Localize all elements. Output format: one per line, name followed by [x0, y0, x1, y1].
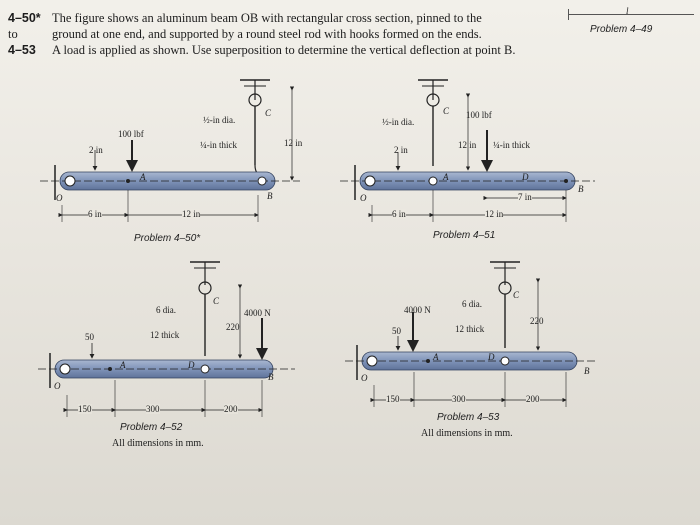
problem-number-end: 4–53	[8, 43, 36, 57]
fig51-dim-12in: 12 in	[485, 209, 504, 219]
fig52-caption: Problem 4–52	[120, 422, 183, 433]
figure-4-51	[340, 79, 595, 222]
fig51-point-C: C	[443, 106, 450, 116]
fig52-beam-thickness: 12 thick	[150, 330, 180, 340]
fig52-load: 4000 N	[244, 308, 271, 318]
fig51-point-D: D	[522, 172, 529, 182]
fig51-dim-7in: 7 in	[518, 192, 532, 202]
fig52-dim-150: 150	[78, 404, 92, 414]
fig53-dim-150: 150	[386, 394, 400, 404]
fig51-load: 100 lbf	[466, 110, 492, 120]
fig52-dim-200: 200	[224, 404, 238, 414]
side-dimension-tick	[568, 9, 569, 20]
side-length-label: l	[626, 6, 629, 16]
fig52-point-C: C	[213, 296, 220, 306]
fig50-point-B: B	[267, 191, 273, 201]
figure-4-53	[345, 261, 598, 407]
fig53-point-B: B	[584, 366, 590, 376]
fig50-load: 100 lbf	[118, 129, 144, 139]
fig53-dim-300: 300	[452, 394, 466, 404]
fig50-rod-length: 12 in	[284, 138, 303, 148]
fig51-point-A: A	[443, 172, 449, 182]
fig51-beam-thickness: ¼-in thick	[493, 140, 530, 150]
problem-text: The figure shows an aluminum beam OB wit…	[52, 10, 562, 58]
problem-line-1: The figure shows an aluminum beam OB wit…	[52, 11, 482, 25]
fig51-rod-diameter: ½-in dia.	[382, 117, 415, 127]
fig50-point-A: A	[140, 172, 146, 182]
fig52-depth: 50	[85, 332, 94, 342]
fig50-point-O: O	[56, 193, 63, 203]
problem-numbers: 4–50* to 4–53	[8, 10, 48, 58]
fig52-dim-300: 300	[146, 404, 160, 414]
fig52-units-note: All dimensions in mm.	[112, 438, 204, 449]
fig53-point-D: D	[488, 352, 495, 362]
problem-number-start: 4–50*	[8, 11, 41, 25]
fig53-load: 4000 N	[404, 305, 431, 315]
fig53-point-A: A	[433, 352, 439, 362]
fig51-point-O: O	[360, 193, 367, 203]
fig51-point-B: B	[578, 184, 584, 194]
fig51-caption: Problem 4–51	[433, 230, 496, 241]
fig53-rod-length: 220	[530, 316, 544, 326]
fig52-point-B: B	[268, 372, 274, 382]
problem-number-to: to	[8, 27, 18, 41]
side-dimension-line	[568, 14, 694, 15]
problem-line-2: ground at one end, and supported by a ro…	[52, 27, 482, 41]
fig53-dim-200: 200	[526, 394, 540, 404]
fig51-depth: 2 in	[394, 145, 408, 155]
fig52-point-O: O	[54, 381, 61, 391]
fig50-dim-12in: 12 in	[182, 209, 201, 219]
fig53-beam-thickness: 12 thick	[455, 324, 485, 334]
fig50-point-C: C	[265, 108, 272, 118]
fig50-beam-thickness: ¼-in thick	[200, 140, 237, 150]
figure-4-52	[38, 261, 295, 417]
fig53-rod-diameter: 6 dia.	[462, 299, 482, 309]
problem-line-3: A load is applied as shown. Use superpos…	[52, 43, 516, 57]
fig53-point-C: C	[513, 290, 520, 300]
fig51-dim-6in: 6 in	[392, 209, 406, 219]
side-problem-tag: Problem 4–49	[590, 24, 653, 35]
fig52-rod-diameter: 6 dia.	[156, 305, 176, 315]
fig50-rod-diameter: ½-in dia.	[203, 115, 236, 125]
figure-4-50	[40, 79, 300, 222]
fig50-depth: 2 in	[89, 145, 103, 155]
fig51-rod-length: 12 in	[458, 140, 477, 150]
fig52-point-A: A	[120, 360, 126, 370]
fig50-caption: Problem 4–50*	[134, 233, 201, 244]
fig53-caption: Problem 4–53	[437, 412, 500, 423]
fig52-point-D: D	[188, 360, 195, 370]
fig53-units-note: All dimensions in mm.	[421, 428, 513, 439]
fig53-point-O: O	[361, 373, 368, 383]
fig50-dim-6in: 6 in	[88, 209, 102, 219]
fig53-depth: 50	[392, 326, 401, 336]
fig52-rod-length: 220	[226, 322, 240, 332]
